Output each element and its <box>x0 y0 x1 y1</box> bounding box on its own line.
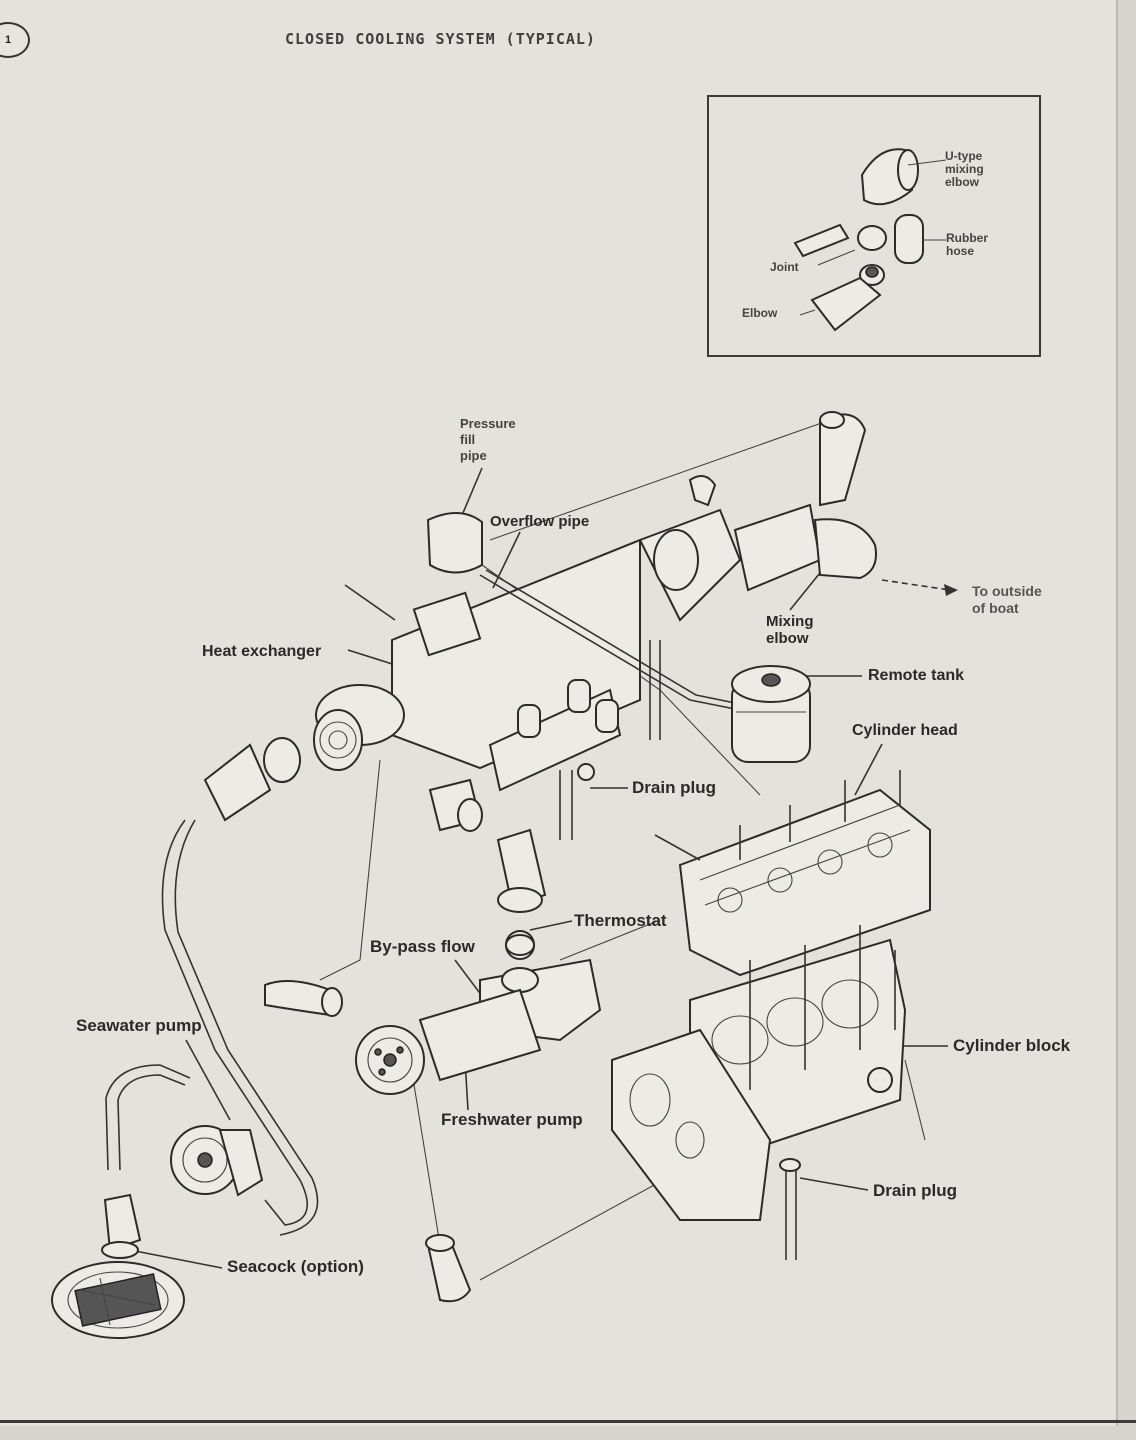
label-freshwater-pump: Freshwater pump <box>441 1110 583 1129</box>
label-drain-plug-lower: Drain plug <box>873 1181 958 1200</box>
remote-tank-drawing <box>731 665 811 763</box>
label-joint: Joint <box>770 260 799 274</box>
label-rubber-hose: Rubber hose <box>946 231 988 258</box>
overflow-and-hoses-drawing <box>479 569 746 840</box>
heat-exchanger-drawing <box>203 512 641 822</box>
label-cylinder-block: Cylinder block <box>953 1036 1071 1055</box>
label-mixing-elbow: Mixing elbow <box>766 613 814 647</box>
inset-parts-drawing <box>793 148 947 332</box>
label-to-outside-of-boat: To outside of boat <box>972 583 1042 616</box>
inset-detail-box <box>707 95 1041 357</box>
label-cylinder-head: Cylinder head <box>852 722 958 739</box>
mixing-elbow-drawing <box>638 411 877 622</box>
thermostat-freshwater-pump-drawing <box>264 934 602 1303</box>
label-overflow-pipe: Overflow pipe <box>490 513 590 530</box>
cylinder-head-drawing <box>654 770 931 977</box>
label-drain-plug-upper: Drain plug <box>632 778 717 797</box>
seawater-pump-drawing <box>105 819 319 1236</box>
cylinder-block-drawing <box>611 925 926 1260</box>
label-remote-tank: Remote tank <box>868 667 965 684</box>
label-thermostat: Thermostat <box>574 911 667 930</box>
label-u-type-mixing-elbow: U-type mixing elbow <box>945 149 984 189</box>
label-elbow: Elbow <box>742 306 778 320</box>
label-seacock-option: Seacock (option) <box>227 1257 364 1276</box>
label-pressure-fill-pipe: Pressure fill pipe <box>460 416 516 463</box>
label-heat-exchanger: Heat exchanger <box>202 643 322 660</box>
label-seawater-pump: Seawater pump <box>76 1016 202 1035</box>
seacock-drawing <box>51 1193 185 1339</box>
label-bypass-flow: By-pass flow <box>370 937 475 956</box>
page-bottom-rule <box>0 1420 1136 1423</box>
page-title: CLOSED COOLING SYSTEM (TYPICAL) <box>285 30 596 48</box>
